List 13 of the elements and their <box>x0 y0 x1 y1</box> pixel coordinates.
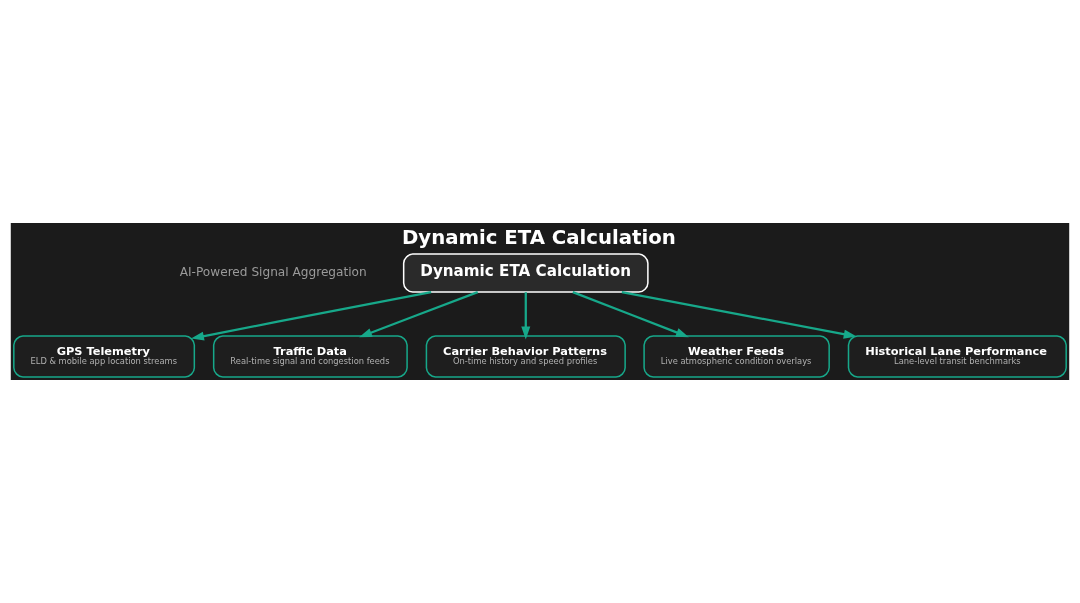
node-box: Weather Feeds Live atmospheric condition overlays <box>643 335 830 378</box>
node-box: Carrier Behavior Patterns On-time history and speed profiles <box>425 335 626 378</box>
node-box: Traffic Data Real-time signal and congestion feeds <box>212 335 408 378</box>
arrow <box>521 292 531 340</box>
label: AI-Powered Signal Aggregation <box>179 264 367 279</box>
node-box: Dynamic ETA Calculation <box>402 253 649 293</box>
arrow <box>621 290 857 339</box>
node-box: Historical Lane Performance Lane-level transit benchmarks <box>847 335 1067 378</box>
arrow <box>572 291 689 338</box>
diagram-title: Dynamic ETA Calculation <box>401 226 676 250</box>
arrow <box>359 291 479 338</box>
arrow <box>191 290 432 341</box>
node-box: GPS Telemetry ELD & mobile app location streams <box>13 335 196 378</box>
